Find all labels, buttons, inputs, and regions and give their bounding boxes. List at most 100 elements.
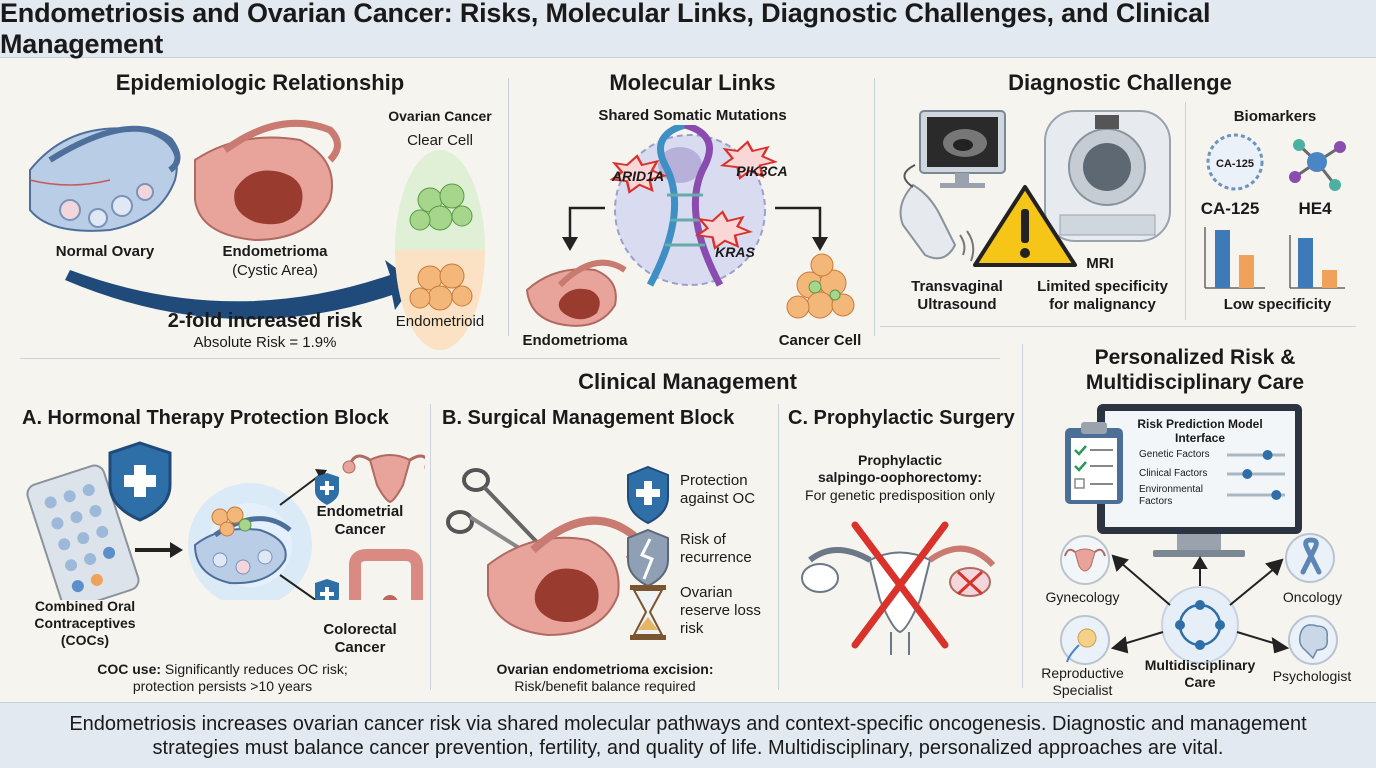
mutation-star xyxy=(694,210,753,250)
environmental-factors: Environmental Factors xyxy=(1139,484,1203,507)
bar-ca125-orange xyxy=(1239,255,1254,288)
separator xyxy=(1185,102,1186,320)
clinical-heading: Clinical Management xyxy=(578,369,797,394)
molecular-illustration xyxy=(525,125,855,327)
separator xyxy=(880,326,1356,327)
bar-ca125-blue xyxy=(1215,230,1230,288)
personal-illustration xyxy=(1060,404,1338,665)
biomarkers-chart: CA-125 xyxy=(1204,133,1346,289)
separator xyxy=(874,78,875,336)
coc-use-bold: COC use: xyxy=(97,661,162,677)
mutation-star xyxy=(719,140,778,180)
uterus-icon xyxy=(342,454,425,504)
diagnostic-illustration xyxy=(899,110,1171,267)
prophylactic-title: C. Prophylactic Surgery xyxy=(788,407,1015,429)
mdc-label: Multidisciplinary Care xyxy=(1144,657,1256,690)
risk-label: 2-fold increased risk xyxy=(167,310,363,332)
clipboard-icon xyxy=(1065,422,1123,504)
protection-label: Protection against OC xyxy=(680,472,756,507)
reproductive-icon xyxy=(1060,615,1110,665)
surgical-title: B. Surgical Management Block xyxy=(442,407,735,429)
ca125-badge-text: CA-125 xyxy=(1216,158,1254,170)
cystic-label: (Cystic Area) xyxy=(232,262,318,279)
hormonal-title: A. Hormonal Therapy Protection Block xyxy=(22,407,389,429)
genetic-factors: Genetic Factors xyxy=(1139,449,1210,460)
biomarkers-label: Biomarkers xyxy=(1233,108,1317,125)
separator xyxy=(778,404,779,690)
endometrioid-label: Endometrioid xyxy=(395,313,485,330)
coc-use-text: COC use: Significantly reduces OC risk; … xyxy=(30,661,415,695)
excision-text: Risk/benefit balance required xyxy=(514,678,696,694)
normal-ovary-image xyxy=(29,125,181,232)
footer-summary: Endometriosis increases ovarian cancer r… xyxy=(0,702,1376,768)
molecular-heading: Molecular Links xyxy=(609,70,776,95)
low-specificity-label: Low specificity xyxy=(1223,296,1332,313)
mri-label: MRI xyxy=(1086,255,1114,272)
mdc-hub xyxy=(1161,586,1239,664)
separator xyxy=(20,358,1000,359)
mutation-arid1a: ARID1A xyxy=(611,168,665,184)
footer-line-2: strategies must balance cancer preventio… xyxy=(152,736,1224,759)
cancer-cell-label: Cancer Cell xyxy=(778,332,862,349)
hourglass-icon xyxy=(630,585,666,640)
mri-scanner xyxy=(1044,110,1171,242)
bar-he4-blue xyxy=(1298,238,1313,288)
ca125-badge xyxy=(1206,133,1264,191)
title-bar: Endometriosis and Ovarian Cancer: Risks,… xyxy=(0,0,1376,59)
prophylactic-illustration xyxy=(801,521,996,655)
clear-cell-label: Clear Cell xyxy=(407,132,473,149)
reserve-label: Ovarian reserve loss risk xyxy=(680,584,761,637)
endometrioma-label: Endometrioma xyxy=(222,243,328,260)
mutation-star xyxy=(609,154,668,194)
slider-env xyxy=(1271,490,1282,500)
personal-heading: Personalized Risk & Multidisciplinary Ca… xyxy=(1085,346,1305,394)
shared-mutations-label: Shared Somatic Mutations xyxy=(598,107,787,124)
separator xyxy=(508,78,509,336)
risk-arrow xyxy=(65,260,415,320)
endometrial-cancer-label: Endometrial Cancer xyxy=(316,503,404,538)
recurrence-label: Risk of recurrence xyxy=(680,531,752,566)
psychologist-brain-icon xyxy=(1288,615,1338,665)
ca125-label: CA-125 xyxy=(1200,199,1260,218)
model-title: Risk Prediction Model Interface xyxy=(1137,417,1263,445)
gynecology-label: Gynecology xyxy=(1045,589,1120,605)
gynecology-icon xyxy=(1060,535,1110,585)
pill-pack xyxy=(26,464,140,600)
diagnostic-heading: Diagnostic Challenge xyxy=(1008,70,1232,95)
tvus-label: Transvaginal Ultrasound xyxy=(911,278,1003,313)
page-title: Endometriosis and Ovarian Cancer: Risks,… xyxy=(0,0,1211,59)
pso-text: For genetic predisposition only xyxy=(805,487,995,503)
he4-label: HE4 xyxy=(1298,199,1332,218)
he4-molecule-icon xyxy=(1289,139,1346,191)
cancer-egg-image xyxy=(395,150,485,350)
separator xyxy=(430,404,431,690)
ovarian-cancer-label: Ovarian Cancer xyxy=(388,108,492,124)
coc-use-line2: protection persists >10 years xyxy=(132,678,313,694)
footer-line-1: Endometriosis increases ovarian cancer r… xyxy=(69,712,1307,735)
absolute-risk-label: Absolute Risk = 1.9% xyxy=(193,334,337,351)
oncology-label: Oncology xyxy=(1282,589,1343,605)
bar-he4-orange xyxy=(1322,270,1337,288)
hormonal-illustration xyxy=(26,441,425,600)
pso-bold: Prophylactic salpingo-oophorectomy: xyxy=(817,452,983,485)
limited-specificity-label: Limited specificity for malignancy xyxy=(1037,278,1168,313)
endometrioma-mol-label: Endometrioma xyxy=(522,332,628,349)
excision-bold: Ovarian endometrioma excision: xyxy=(496,661,714,677)
coc-label: Combined Oral Contraceptives (COCs) xyxy=(34,598,136,648)
mutation-pik3ca: PIK3CA xyxy=(736,163,788,179)
coc-use-rest: Significantly reduces OC risk; xyxy=(161,661,348,677)
separator xyxy=(1022,344,1023,688)
epi-heading: Epidemiologic Relationship xyxy=(115,70,405,95)
colon-icon xyxy=(349,549,423,600)
slider-clinical xyxy=(1242,469,1253,479)
colorectal-cancer-label: Colorectal Cancer xyxy=(323,621,397,656)
normal-ovary-label: Normal Ovary xyxy=(55,243,155,260)
uterus-crossed-icon xyxy=(801,545,996,655)
surgical-illustration xyxy=(446,465,669,640)
mutation-kras: KRAS xyxy=(715,244,755,260)
psychologist-label: Psychologist xyxy=(1272,668,1352,684)
oncology-ribbon-icon xyxy=(1285,533,1335,583)
epi-illustration xyxy=(29,119,485,350)
endometrioma-image xyxy=(194,119,341,242)
clinical-factors: Clinical Factors xyxy=(1139,468,1208,479)
